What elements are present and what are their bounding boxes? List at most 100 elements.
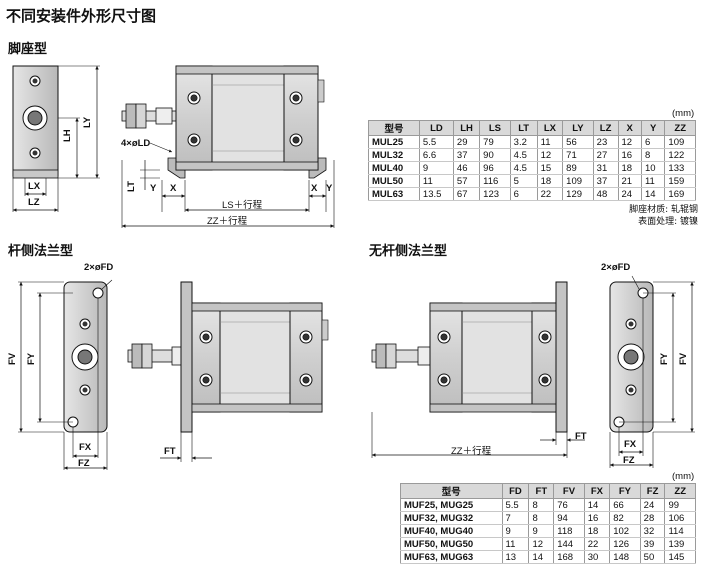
section-title-rod-flange: 杆侧法兰型 <box>8 244 74 259</box>
foot-table-model-cell: MUL32 <box>368 148 420 162</box>
flange-table-value-cell: 106 <box>664 511 696 525</box>
rod-flange-side-view <box>127 281 329 462</box>
flange-table-value-cell: 5.5 <box>501 498 530 512</box>
dim-zz-head: ZZ＋行程 <box>451 446 492 457</box>
flange-table-header-cell: FD <box>501 483 530 499</box>
flange-table-header-cell: 型号 <box>400 483 503 499</box>
flange-table-header-cell: FY <box>609 483 641 499</box>
foot-table-value-cell: 22 <box>536 187 564 201</box>
foot-table-value-cell: 123 <box>479 187 511 201</box>
table1-note-surface: 表面处理: 镀镍 <box>638 217 698 227</box>
head-flange-side-view <box>371 281 585 458</box>
flange-table-value-cell: 8 <box>528 498 555 512</box>
foot-table-value-cell: 116 <box>479 174 511 188</box>
foot-table-value-cell: 96 <box>479 161 511 175</box>
dim-fy-head: FY <box>659 352 670 365</box>
foot-table-header-cell: LS <box>479 120 511 136</box>
foot-table-value-cell: 15 <box>536 161 564 175</box>
foot-table-value-cell: 6 <box>640 135 666 149</box>
foot-table-value-cell: 169 <box>664 187 696 201</box>
foot-table-value-cell: 67 <box>452 187 481 201</box>
table1-note-material: 脚座材质: 轧辊钢 <box>629 205 698 215</box>
dim-fx-head: FX <box>624 439 637 450</box>
foot-end-view <box>12 65 100 212</box>
foot-table-value-cell: 48 <box>592 187 619 201</box>
flange-table-value-cell: 9 <box>501 524 530 538</box>
foot-table-header-cell: LZ <box>592 120 619 136</box>
dim-lz: LZ <box>28 197 40 208</box>
flange-table-value-cell: 82 <box>609 511 641 525</box>
flange-table-header-cell: FT <box>528 483 555 499</box>
foot-table-header-cell: X <box>617 120 642 136</box>
dim-ft-head: FT <box>575 431 587 442</box>
foot-table-value-cell: 133 <box>664 161 696 175</box>
flange-table-value-cell: 22 <box>583 537 611 551</box>
flange-table-model-cell: MUF50, MUG50 <box>400 537 503 551</box>
foot-table-value-cell: 13.5 <box>418 187 454 201</box>
foot-table-value-cell: 89 <box>562 161 594 175</box>
dim-ft-rod: FT <box>164 446 176 457</box>
dim-fv-rod: FV <box>7 352 18 365</box>
flange-table-value-cell: 102 <box>609 524 641 538</box>
flange-table-value-cell: 12 <box>528 537 555 551</box>
foot-table-model-cell: MUL50 <box>368 174 420 188</box>
foot-table-value-cell: 29 <box>452 135 481 149</box>
foot-table-model-cell: MUL25 <box>368 135 420 149</box>
flange-table-model-cell: MUF32, MUG32 <box>400 511 503 525</box>
dim-fx-rod: FX <box>79 442 92 453</box>
dim-zz-foot: ZZ＋行程 <box>207 216 248 227</box>
flange-table-header-cell: FV <box>553 483 585 499</box>
foot-table-value-cell: 129 <box>562 187 594 201</box>
foot-table-value-cell: 46 <box>452 161 481 175</box>
foot-table-header-cell: LT <box>509 120 538 136</box>
foot-table-value-cell: 11 <box>536 135 564 149</box>
foot-table-value-cell: 109 <box>562 174 594 188</box>
flange-table-value-cell: 144 <box>553 537 585 551</box>
dim-fz-head: FZ <box>623 455 635 466</box>
flange-table-header-cell: FZ <box>639 483 666 499</box>
foot-table-value-cell: 159 <box>664 174 696 188</box>
foot-table-header-cell: 型号 <box>368 120 420 136</box>
foot-table-header-cell: Y <box>640 120 666 136</box>
flange-table-value-cell: 14 <box>583 498 611 512</box>
foot-table-value-cell: 10 <box>640 161 666 175</box>
foot-table-value-cell: 27 <box>592 148 619 162</box>
table2-unit: (mm) <box>672 471 695 482</box>
dim-x-right: X <box>311 183 318 194</box>
flange-table-value-cell: 11 <box>501 537 530 551</box>
flange-table-value-cell: 39 <box>639 537 666 551</box>
foot-table-header-cell: LD <box>418 120 454 136</box>
foot-table-value-cell: 18 <box>536 174 564 188</box>
dim-fz-rod: FZ <box>78 458 90 469</box>
foot-table-value-cell: 122 <box>664 148 696 162</box>
dim-y-right: Y <box>326 183 333 194</box>
table1-unit: (mm) <box>672 108 695 119</box>
dim-ls: LS＋行程 <box>222 200 263 211</box>
foot-table-header-cell: ZZ <box>664 120 696 136</box>
foot-table-value-cell: 6.6 <box>418 148 454 162</box>
foot-side-view <box>121 65 335 228</box>
dim-lx: LX <box>28 181 41 192</box>
foot-table-value-cell: 90 <box>479 148 511 162</box>
foot-table-header-cell: LY <box>562 120 594 136</box>
foot-table-value-cell: 71 <box>562 148 594 162</box>
flange-table-value-cell: 94 <box>553 511 585 525</box>
flange-table-value-cell: 28 <box>639 511 666 525</box>
foot-table-value-cell: 79 <box>479 135 511 149</box>
foot-table-value-cell: 37 <box>452 148 481 162</box>
foot-table-value-cell: 23 <box>592 135 619 149</box>
dim-x-left: X <box>170 183 177 194</box>
foot-table-value-cell: 14 <box>640 187 666 201</box>
page-title: 不同安装件外形尺寸图 <box>6 7 157 25</box>
foot-table-value-cell: 16 <box>617 148 642 162</box>
foot-table-value-cell: 5 <box>509 174 538 188</box>
dim-lt: LT <box>126 181 137 192</box>
